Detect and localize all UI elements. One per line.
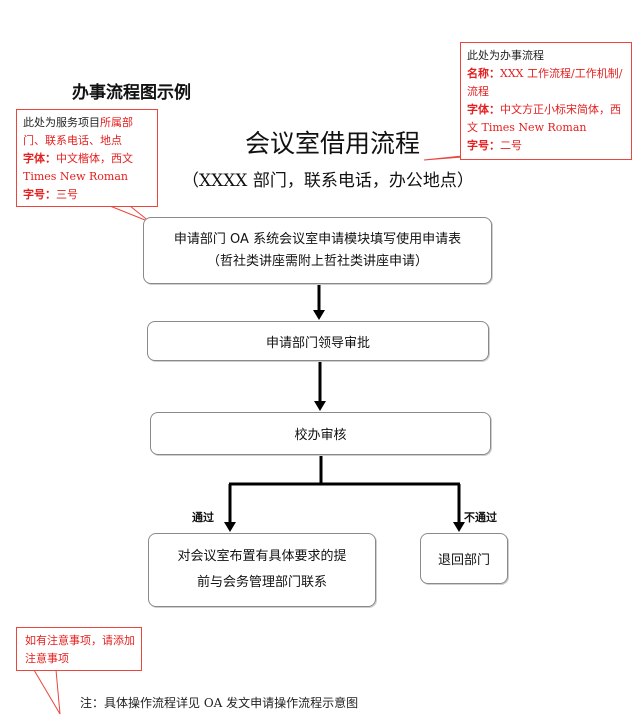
flow-step-return-dept-label: 退回部门: [437, 553, 490, 568]
note-callout-text: 如有注意事项，请添加注意事项: [25, 634, 135, 665]
flow-step-contact-line1: 对会议室布置有具体要求的提: [177, 549, 347, 564]
flow-step-apply-line1: 申请部门 OA 系统会议室申请模块填写使用申请表: [173, 231, 462, 247]
service-callout-size: 字号：三号: [23, 188, 78, 201]
flow-step-apply: 申请部门 OA 系统会议室申请模块填写使用申请表 （哲社类讲座需附上哲社类讲座申…: [143, 217, 492, 284]
note-callout-pointer: [33, 669, 61, 715]
flow-title: 会议室借用流程: [244, 129, 420, 158]
arrowhead-step2: [313, 310, 325, 320]
flow-step-office-review: 校办审核: [150, 412, 491, 455]
flow-subtitle: （XXXX 部门，联系电话，办公地点）: [182, 171, 474, 191]
branch-pass-label: 通过: [192, 511, 214, 524]
example-heading: 办事流程图示例: [72, 83, 191, 103]
service-callout-font: 字体：中文楷体，西文 Times New Roman: [23, 152, 133, 183]
branch-fail-label: 不通过: [464, 511, 497, 524]
note-callout: 如有注意事项，请添加注意事项: [16, 627, 142, 671]
flow-step-office-review-label: 校办审核: [294, 428, 347, 443]
flow-step-contact-meeting-dept: 对会议室布置有具体要求的提 前与会务管理部门联系: [148, 533, 376, 607]
flow-step-apply-line2: （哲社类讲座需附上哲社类讲座申请）: [206, 253, 428, 269]
process-callout-intro: 此处为办事流程: [467, 49, 544, 62]
flow-step-return-dept: 退回部门: [420, 533, 508, 584]
arrowhead-pass: [224, 522, 236, 532]
flow-step-contact-line2: 前与会务管理部门联系: [196, 575, 327, 590]
service-callout-intro: 此处为服务项目所属部门、联系电话、地点: [23, 116, 133, 147]
process-callout-size: 字号：二号: [467, 139, 522, 152]
flow-step-dept-approval: 申请部门领导审批: [147, 321, 489, 361]
flow-step-dept-approval-label: 申请部门领导审批: [265, 335, 370, 351]
arrowhead-step3: [314, 401, 326, 411]
service-callout: 此处为服务项目所属部门、联系电话、地点 字体：中文楷体，西文 Times New…: [16, 109, 158, 207]
footnote: 注：具体操作流程详见 OA 发文申请操作流程示意图: [80, 696, 359, 710]
process-callout: 此处为办事流程 名称：XXX 工作流程/工作机制/流程 字体：中文方正小标宋简体…: [460, 42, 632, 160]
arrowhead-fail: [453, 522, 465, 532]
process-callout-font: 字体：中文方正小标宋简体，西文 Times New Roman: [467, 103, 621, 134]
process-callout-name: 名称：XXX 工作流程/工作机制/流程: [467, 67, 623, 98]
